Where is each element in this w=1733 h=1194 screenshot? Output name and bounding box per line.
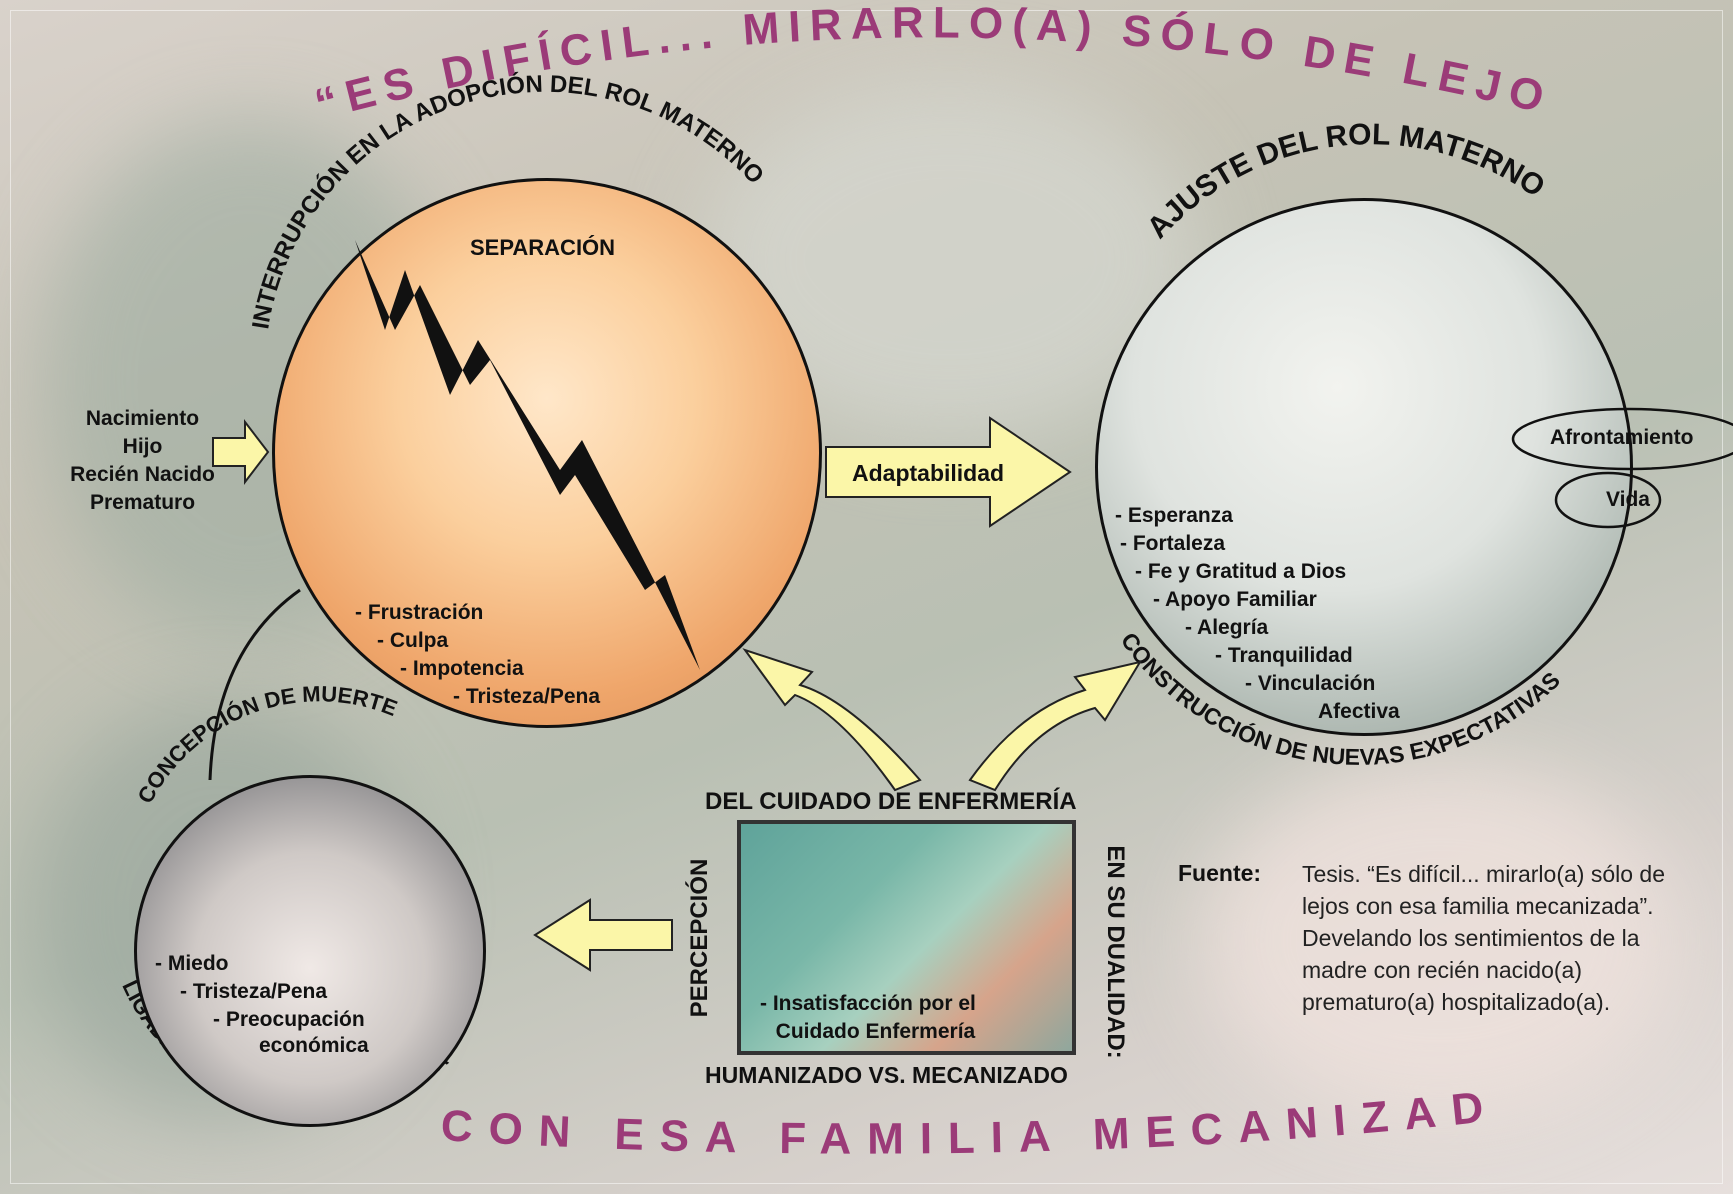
coping-label: Afrontamiento (1550, 426, 1694, 450)
center-right-label: EN SU DUALIDAD: (1101, 827, 1129, 1077)
death-item: económica (259, 1032, 369, 1060)
input-line: Nacimiento (50, 405, 235, 433)
source-line: madre con recién nacido(a) (1302, 954, 1722, 986)
role-item: - Esperanza (1115, 502, 1400, 530)
role-item: - Alegría (1185, 614, 1400, 642)
connector-line (210, 590, 300, 780)
role-item: Afectiva (1318, 698, 1400, 726)
center-feelings: - Insatisfacción por el Cuidado Enfermer… (760, 990, 976, 1046)
role-item: - Tranquilidad (1215, 642, 1400, 670)
feeling-item: - Culpa (377, 627, 600, 655)
source-text: Tesis. “Es difícil... mirarlo(a) sólo de… (1302, 858, 1722, 1018)
input-label: Nacimiento Hijo Recién Nacido Prematuro (50, 405, 235, 517)
role-item: - Fe y Gratitud a Dios (1135, 558, 1400, 586)
source-line: lejos con esa familia mecanizada”. (1302, 890, 1722, 922)
source-line: Develando los sentimientos de la (1302, 922, 1722, 954)
separation-title: SEPARACIÓN (470, 235, 615, 261)
perception-arrow (535, 900, 672, 970)
role-feelings: - Esperanza - Fortaleza - Fe y Gratitud … (1115, 502, 1400, 726)
input-line: Recién Nacido (50, 461, 235, 489)
feeling-item: - Tristeza/Pena (453, 683, 600, 711)
death-item: - Preocupación (213, 1006, 369, 1034)
input-line: Hijo (50, 433, 235, 461)
death-item: - Tristeza/Pena (180, 978, 369, 1006)
role-item: - Vinculación (1245, 670, 1400, 698)
input-line: Prematuro (50, 489, 235, 517)
source-line: Tesis. “Es difícil... mirarlo(a) sólo de (1302, 858, 1722, 890)
source-label: Fuente: (1178, 860, 1261, 887)
center-left-label: PERCEPCIÓN (686, 838, 714, 1038)
source-line: prematuro(a) hospitalizado(a). (1302, 986, 1722, 1018)
feeling-item: - Impotencia (400, 655, 600, 683)
feeling-item: - Frustración (355, 599, 600, 627)
center-top-label: DEL CUIDADO DE ENFERMERÍA (705, 788, 1077, 816)
adaptability-label: Adaptabilidad (852, 460, 1004, 487)
role-item: - Apoyo Familiar (1153, 586, 1400, 614)
center-item: - Insatisfacción por el (760, 990, 976, 1018)
curved-arrow-left (745, 650, 920, 790)
life-label: Vida (1606, 488, 1650, 512)
center-item: Cuidado Enfermería (775, 1018, 976, 1046)
death-feelings: - Miedo - Tristeza/Pena - Preocupación e… (155, 950, 369, 1060)
role-item: - Fortaleza (1120, 530, 1400, 558)
death-item: - Miedo (155, 950, 369, 978)
separation-feelings: - Frustración - Culpa - Impotencia - Tri… (355, 599, 600, 711)
center-bottom-label: HUMANIZADO VS. MECANIZADO (705, 1062, 1068, 1089)
